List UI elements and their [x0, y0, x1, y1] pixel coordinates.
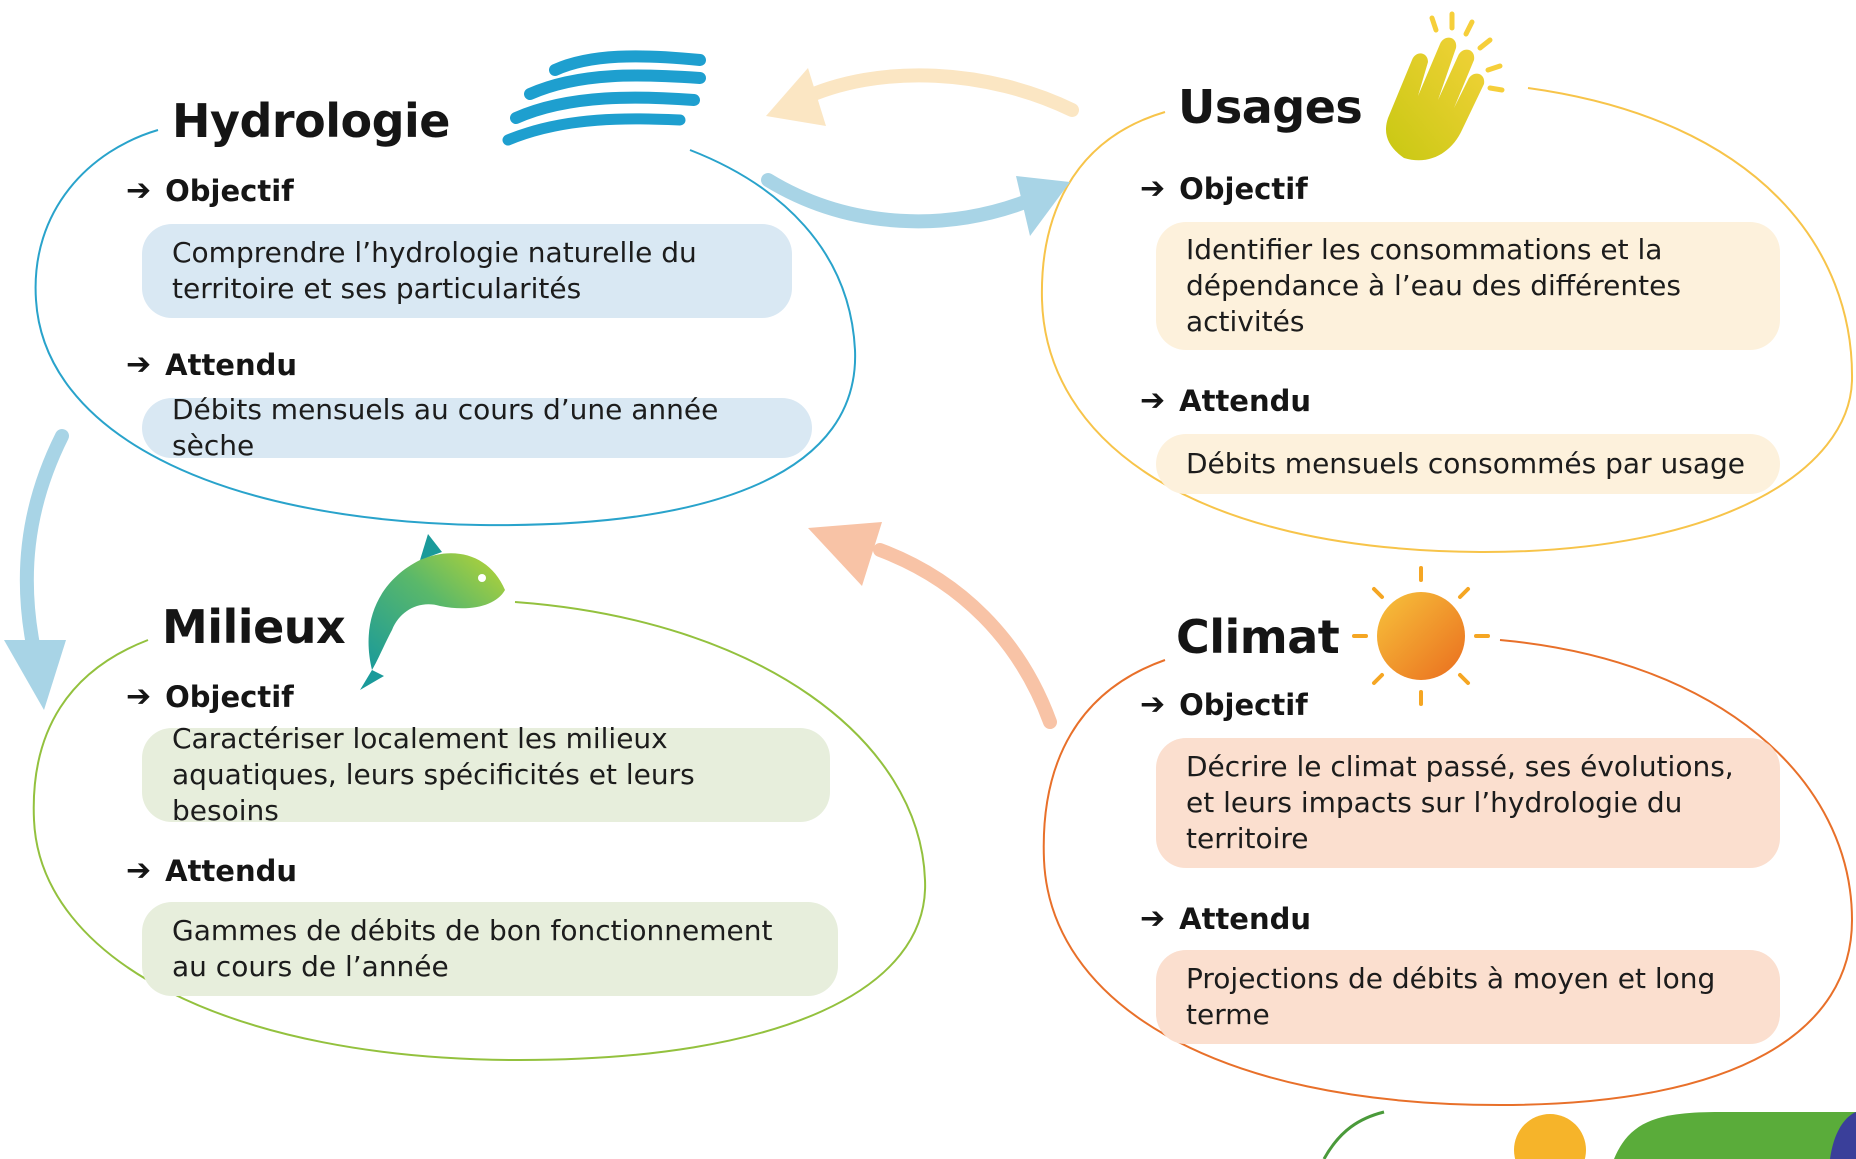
attendu-heading-hydrologie: ➔ Attendu — [126, 350, 297, 380]
objectif-box-milieux: Caractériser localement les milieux aqua… — [142, 722, 830, 827]
arrow-right-icon: ➔ — [126, 347, 152, 382]
attendu-box-usages: Débits mensuels consommés par usage — [1156, 434, 1780, 494]
attendu-label: Attendu — [1179, 901, 1312, 936]
hand-icon — [1385, 11, 1505, 161]
panel-title-hydrologie: Hydrologie — [166, 98, 456, 144]
attendu-text-usages: Débits mensuels consommés par usage — [1186, 447, 1745, 480]
usages-loop — [1040, 87, 1854, 554]
milieux-loop — [32, 601, 927, 1062]
objectif-label: Objectif — [165, 679, 294, 714]
attendu-text-milieux: Gammes de débits de bon fonctionnement a… — [172, 914, 773, 983]
objectif-label: Objectif — [1179, 687, 1308, 722]
water-waves-icon — [502, 50, 706, 146]
climat-loop — [1042, 639, 1854, 1107]
objectif-text-climat: Décrire le climat passé, ses évolutions,… — [1186, 750, 1734, 855]
arrow-right-icon: ➔ — [1140, 687, 1166, 722]
arrow-right-icon: ➔ — [1140, 901, 1166, 936]
decorative-shapes — [1322, 1110, 1856, 1159]
arrow-right-icon: ➔ — [126, 853, 152, 888]
panel-title-usages: Usages — [1172, 84, 1369, 130]
objectif-box-climat: Décrire le climat passé, ses évolutions,… — [1156, 738, 1780, 868]
panel-title-climat: Climat — [1170, 614, 1346, 660]
objectif-text-usages: Identifier les consommations et la dépen… — [1186, 233, 1681, 338]
arrow-right-icon: ➔ — [126, 679, 152, 714]
objectif-heading-hydrologie: ➔ Objectif — [126, 176, 294, 206]
panel-title-milieux: Milieux — [156, 604, 352, 650]
objectif-text-milieux: Caractériser localement les milieux aqua… — [172, 722, 695, 827]
attendu-label: Attendu — [165, 853, 298, 888]
objectif-heading-usages: ➔ Objectif — [1140, 174, 1308, 204]
objectif-box-usages: Identifier les consommations et la dépen… — [1156, 222, 1780, 350]
arrow-usages-to-hydrologie — [766, 68, 1079, 126]
hydrologie-loop — [34, 129, 857, 527]
objectif-label: Objectif — [1179, 171, 1308, 206]
attendu-label: Attendu — [1179, 383, 1312, 418]
objectif-label: Objectif — [165, 173, 294, 208]
sun-icon — [1352, 566, 1490, 706]
arrow-climat-to-hydrologie — [808, 522, 1057, 729]
objectif-heading-milieux: ➔ Objectif — [126, 682, 294, 712]
arrow-right-icon: ➔ — [126, 173, 152, 208]
attendu-heading-usages: ➔ Attendu — [1140, 386, 1311, 416]
objectif-heading-climat: ➔ Objectif — [1140, 690, 1308, 720]
attendu-box-climat: Projections de débits à moyen et long te… — [1156, 950, 1780, 1044]
attendu-box-milieux: Gammes de débits de bon fonctionnement a… — [142, 902, 838, 996]
objectif-text-hydrologie: Comprendre l’hydrologie naturelle du ter… — [172, 236, 697, 305]
objectif-box-hydrologie: Comprendre l’hydrologie naturelle du ter… — [142, 224, 792, 318]
attendu-label: Attendu — [165, 347, 298, 382]
arrow-hydrologie-to-milieux — [4, 429, 69, 710]
arrow-right-icon: ➔ — [1140, 383, 1166, 418]
attendu-text-hydrologie: Débits mensuels au cours d’une année sèc… — [172, 393, 719, 462]
attendu-heading-climat: ➔ Attendu — [1140, 904, 1311, 934]
arrow-hydrologie-to-usages — [761, 173, 1070, 236]
arrow-right-icon: ➔ — [1140, 171, 1166, 206]
attendu-box-hydrologie: Débits mensuels au cours d’une année sèc… — [142, 393, 812, 462]
attendu-heading-milieux: ➔ Attendu — [126, 856, 297, 886]
fish-icon — [360, 534, 505, 690]
attendu-text-climat: Projections de débits à moyen et long te… — [1186, 962, 1716, 1031]
